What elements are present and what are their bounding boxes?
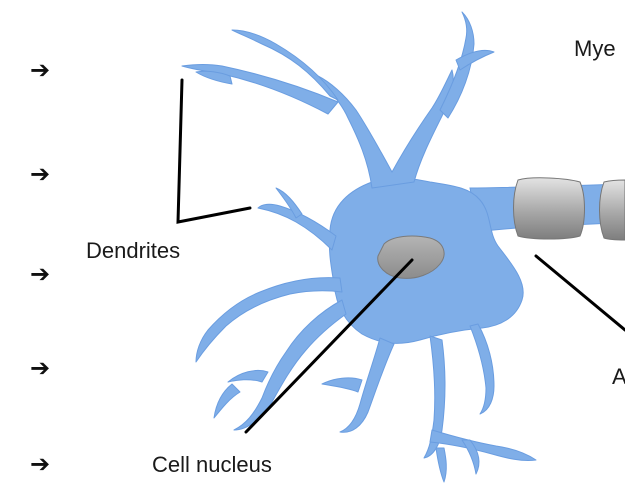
myelin-sheath [514,178,625,240]
axon-pointer [536,256,625,330]
arrow-icon: ➔ [30,356,50,380]
dendrites-bracket [178,80,250,222]
label-cell-nucleus: Cell nucleus [152,454,272,476]
myelin-segment-2 [600,180,625,240]
dendrite-lower-left-2 [234,300,346,430]
dendrite-lower-left-4 [214,384,240,418]
label-myelin-partial: Mye [574,38,616,60]
arrow-icon: ➔ [30,162,50,186]
label-dendrites: Dendrites [86,240,180,262]
myelin-segment-1 [514,178,585,239]
neuron-body [182,12,536,482]
dendrite-top [440,12,474,118]
arrow-icon: ➔ [30,262,50,286]
dendrite-bottom-right-foot [430,430,536,461]
label-axon-partial: A [612,366,625,388]
dendrite-upper-stalk [318,70,453,188]
dendrite-right-lower [470,324,494,414]
arrow-icon: ➔ [30,58,50,82]
dendrite-lower-left-3 [228,370,268,382]
dendrite-top-branch [456,50,494,70]
dendrite-bottom-branch [322,378,362,392]
dendrite-bottom-right-foot-3 [436,448,446,482]
arrow-icon: ➔ [30,452,50,476]
